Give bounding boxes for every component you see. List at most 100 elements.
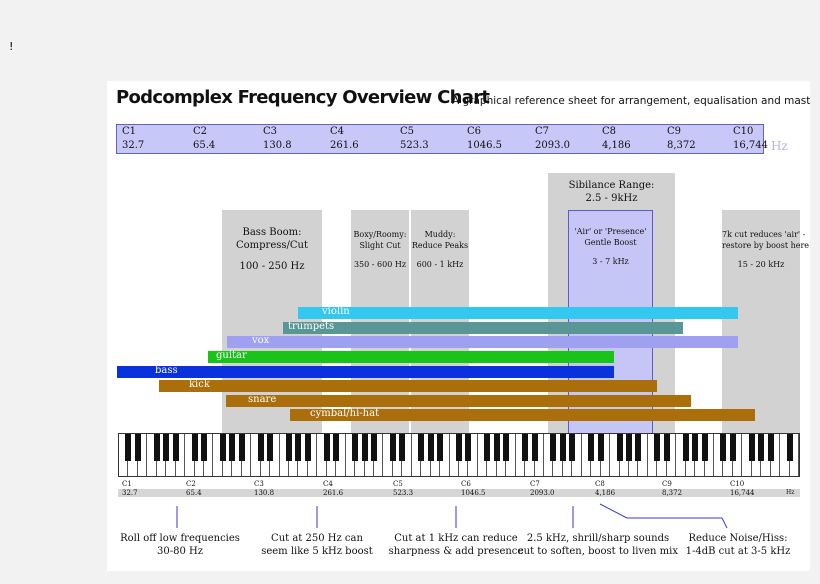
piano-black-key xyxy=(484,434,491,461)
zone-7k-cut: 7k cut reduces 'air' - restore by boost h… xyxy=(722,210,810,434)
piano-black-key xyxy=(125,434,132,461)
piano-white-key xyxy=(176,434,186,476)
piano-black-key xyxy=(219,434,226,461)
keyboard-note-frequency: 32.7 xyxy=(122,489,138,497)
tip-line: sharpness & add presence xyxy=(388,546,524,557)
instrument-label: vox xyxy=(252,335,270,346)
hz-unit-label: Hz xyxy=(771,139,788,153)
instrument-bar-violin: violin xyxy=(298,306,738,319)
piano-black-key xyxy=(352,434,359,461)
note-name: C1 xyxy=(122,126,137,137)
piano-white-key xyxy=(771,434,781,476)
zone-label: 7k cut reduces 'air' - xyxy=(722,230,806,239)
piano-white-key xyxy=(440,434,450,476)
piano-black-key xyxy=(701,434,708,461)
piano-black-key xyxy=(257,434,264,461)
note-name: C6 xyxy=(467,126,482,137)
zone-range: 350 - 600 Hz xyxy=(353,260,407,269)
note-frequency: 1046.5 xyxy=(467,140,502,151)
tip-line: Reduce Noise/Hiss: xyxy=(688,533,788,544)
keyboard-note-name: C7 xyxy=(530,480,540,488)
piano-black-key xyxy=(333,434,340,461)
note-label: C8 4,186 xyxy=(602,125,631,153)
piano-black-key xyxy=(191,434,198,461)
instrument-bar-bass: bass xyxy=(117,365,614,378)
zone-range: 600 - 1 kHz xyxy=(416,260,464,269)
note-name: C8 xyxy=(602,126,617,137)
piano-black-key xyxy=(172,434,179,461)
zone-label: Bass Boom: xyxy=(242,227,302,238)
piano-white-key xyxy=(270,434,280,476)
zone-label: Reduce Peaks xyxy=(411,241,469,250)
tip-line: cut to soften, boost to liven mix xyxy=(518,546,678,557)
instrument-label: kick xyxy=(189,379,210,390)
piano-black-key xyxy=(503,434,510,461)
piano-black-key xyxy=(625,434,632,461)
piano-black-key xyxy=(493,434,500,461)
zone-label: restore by boost here xyxy=(722,241,810,250)
instrument-label: trumpets xyxy=(288,321,335,332)
keyboard-note-name: C3 xyxy=(254,480,264,488)
piano-black-key xyxy=(304,434,311,461)
keyboard-note-frequency: 8,372 xyxy=(662,489,683,497)
note-name: C4 xyxy=(330,126,345,137)
piano-black-key xyxy=(465,434,472,461)
keyboard-note-name: C9 xyxy=(662,480,672,488)
piano-white-key xyxy=(667,434,677,476)
instrument-bar-vox: vox xyxy=(227,335,738,348)
piano-keyboard xyxy=(118,433,800,477)
piano-black-key xyxy=(588,434,595,461)
note-frequency: 130.8 xyxy=(263,140,292,151)
note-name: C5 xyxy=(400,126,415,137)
piano-black-key xyxy=(597,434,604,461)
piano-white-key xyxy=(535,434,544,476)
piano-white-key xyxy=(572,434,582,476)
piano-black-key xyxy=(389,434,396,461)
chart-title: Podcomplex Frequency Overview Chart xyxy=(116,87,490,108)
keyboard-note-name: C4 xyxy=(323,480,333,488)
piano-black-key xyxy=(285,434,292,461)
zone-range: 15 - 20 kHz xyxy=(737,260,785,269)
piano-black-key xyxy=(437,434,444,461)
piano-black-key xyxy=(767,434,774,461)
keyboard-note-name: C8 xyxy=(595,480,605,488)
keyboard-note-name: C6 xyxy=(461,480,471,488)
instrument-label: snare xyxy=(248,394,277,405)
piano-black-key xyxy=(569,434,576,461)
note-frequency: 4,186 xyxy=(602,140,631,151)
instrument-label: guitar xyxy=(216,350,247,361)
piano-black-key xyxy=(635,434,642,461)
piano-black-key xyxy=(134,434,141,461)
piano-black-key xyxy=(729,434,736,461)
piano-white-key xyxy=(204,434,214,476)
piano-black-key xyxy=(370,434,377,461)
tip-pointer-line xyxy=(721,517,728,529)
instrument-bar-snare: snare xyxy=(226,394,691,407)
note-frequency: 8,372 xyxy=(667,140,696,151)
zone-label: 'Air' or 'Presence' xyxy=(574,227,647,236)
zone-label: Boxy/Roomy: xyxy=(353,230,407,239)
piano-black-key xyxy=(153,434,160,461)
note-name: C10 xyxy=(733,126,754,137)
piano-black-key xyxy=(559,434,566,461)
instrument-label: cymbal/hi-hat xyxy=(310,408,380,419)
piano-white-key xyxy=(468,434,478,476)
piano-black-key xyxy=(418,434,425,461)
piano-black-key xyxy=(720,434,727,461)
piano-white-key xyxy=(705,434,714,476)
note-name: C7 xyxy=(535,126,550,137)
piano-black-key xyxy=(663,434,670,461)
piano-black-key xyxy=(229,434,236,461)
piano-black-key xyxy=(361,434,368,461)
piano-white-key xyxy=(601,434,611,476)
instrument-label: violin xyxy=(322,306,350,317)
